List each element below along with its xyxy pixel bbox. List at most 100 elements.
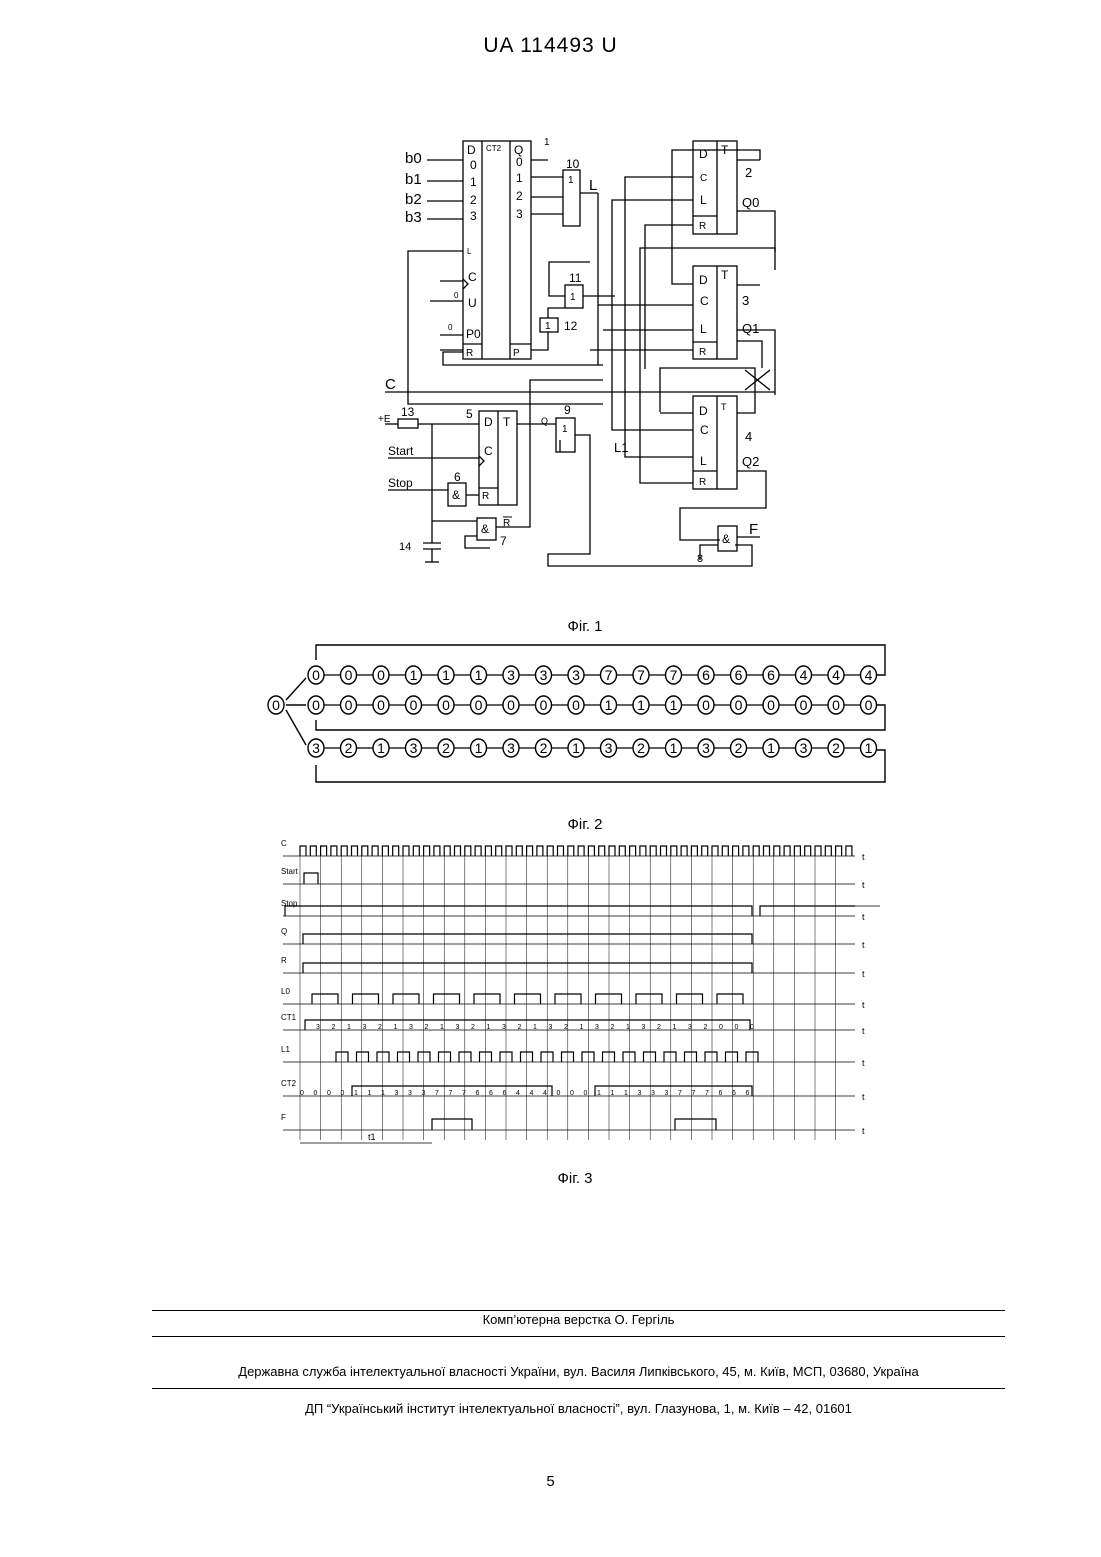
state-node-label: 1 <box>605 697 613 713</box>
state-node-label: 3 <box>507 667 515 683</box>
ct2-value: 0 <box>341 1090 345 1097</box>
ct2-value: 7 <box>462 1090 466 1097</box>
state-node-label: 3 <box>540 667 548 683</box>
ct1-value: 1 <box>440 1024 444 1031</box>
signal-label: C <box>281 839 287 848</box>
label-in1: 1 <box>470 175 477 189</box>
ref-8: 8 <box>697 553 703 565</box>
ff4-r: R <box>699 477 706 488</box>
time-axis-label: t <box>862 940 865 950</box>
state-node-label: 2 <box>735 740 743 756</box>
ct1-value: 2 <box>425 1024 429 1031</box>
signal-label: F <box>281 1113 286 1122</box>
ref-7: 7 <box>500 534 507 548</box>
state-node-label: 3 <box>507 740 515 756</box>
ct1-value: 2 <box>657 1024 661 1031</box>
ct2-value: 6 <box>719 1090 723 1097</box>
ct1-value: 1 <box>580 1024 584 1031</box>
label-p0-zero: 0 <box>448 323 453 332</box>
label-l-out: L <box>589 177 597 194</box>
ct1-value: 0 <box>750 1024 754 1031</box>
ct2-value: 0 <box>570 1090 574 1097</box>
ct1-value: 3 <box>642 1024 646 1031</box>
ct2-value: 7 <box>435 1090 439 1097</box>
label-q-ff5: Q <box>541 416 548 426</box>
ct1-value: 3 <box>316 1024 320 1031</box>
state-node-label: 0 <box>507 697 515 713</box>
label-c-bus: C <box>385 376 396 393</box>
ct2-value: 7 <box>678 1090 682 1097</box>
fig3-timing-diagram: CtStarttStoptQtRtL0tCT1tL1tCT2tFt3213213… <box>275 838 885 1150</box>
footer-layout-credit: Комп’ютерна верстка О. Гергіль <box>152 1312 1005 1327</box>
gate-12-one: 1 <box>545 321 551 332</box>
ref-2: 2 <box>745 165 752 180</box>
state-node-label: 4 <box>832 667 840 683</box>
ct2-value: 0 <box>584 1090 588 1097</box>
state-node-label: 7 <box>605 667 613 683</box>
ct1-value: 3 <box>363 1024 367 1031</box>
state-node-label: 3 <box>702 740 710 756</box>
label-rbar: R <box>503 518 510 529</box>
ct2-value: 7 <box>692 1090 696 1097</box>
state-node-label: 0 <box>377 667 385 683</box>
ct2-value: 1 <box>354 1090 358 1097</box>
q-waveform <box>303 934 752 944</box>
ct1-value: 1 <box>394 1024 398 1031</box>
label-u-zero: 0 <box>454 291 459 300</box>
l0-waveform <box>312 994 743 1004</box>
ct2-value: 6 <box>746 1090 750 1097</box>
ff4-t: T <box>721 402 727 412</box>
ct1-value: 1 <box>533 1024 537 1031</box>
label-p0: P0 <box>466 327 481 341</box>
ct2-value: 1 <box>381 1090 385 1097</box>
label-e: +E <box>378 414 391 425</box>
footer-divider-bottom <box>152 1388 1005 1389</box>
state-node-label: 0 <box>475 697 483 713</box>
footer-service-address: Державна служба інтелектуальної власност… <box>152 1364 1005 1379</box>
state-node-label: 1 <box>442 667 450 683</box>
label-d: D <box>467 143 476 157</box>
ct2-value: 1 <box>368 1090 372 1097</box>
ct2-value: 6 <box>503 1090 507 1097</box>
state-node-label: 3 <box>312 740 320 756</box>
time-axis-label: t <box>862 852 865 862</box>
ct2-value: 4 <box>516 1090 520 1097</box>
fig2-caption: Фіг. 2 <box>540 816 630 833</box>
label-f: F <box>749 521 758 538</box>
gate-11-one: 1 <box>570 292 576 303</box>
state-node-label: 0 <box>832 697 840 713</box>
ct2-value: 1 <box>611 1090 615 1097</box>
label-b3: b3 <box>405 209 422 226</box>
fig3-caption: Фіг. 3 <box>530 1170 620 1187</box>
ff4-d: D <box>699 404 708 418</box>
ct1-value: 2 <box>564 1024 568 1031</box>
state-node-label: 0 <box>345 697 353 713</box>
label-b1: b1 <box>405 171 422 188</box>
state-node-label: 0 <box>442 697 450 713</box>
state-node-label: 4 <box>865 667 873 683</box>
label-b0: b0 <box>405 150 422 167</box>
state-node-label: 1 <box>670 740 678 756</box>
label-in3: 3 <box>470 209 477 223</box>
label-ct-r: R <box>466 348 473 359</box>
state-node-label: 0 <box>865 697 873 713</box>
state-node-label: 6 <box>767 667 775 683</box>
ct2-value: 0 <box>300 1090 304 1097</box>
ff2-r: R <box>699 221 706 232</box>
ff3-l: L <box>700 322 707 336</box>
ct1-value: 3 <box>688 1024 692 1031</box>
label-ct2: CT2 <box>486 144 502 153</box>
signal-label: R <box>281 956 287 965</box>
ct1-value: 2 <box>518 1024 522 1031</box>
ref-3: 3 <box>742 293 749 308</box>
ff2-d: D <box>699 147 708 161</box>
ct1-value: 3 <box>409 1024 413 1031</box>
state-node-label: 0 <box>800 697 808 713</box>
ff5-r: R <box>482 491 489 502</box>
start-pulse <box>304 873 318 884</box>
ff2-c: C <box>700 173 707 184</box>
ff4-l: L <box>700 454 707 468</box>
label-out3: 3 <box>516 207 523 221</box>
signal-label: Start <box>281 867 299 876</box>
signal-label: Q <box>281 927 287 936</box>
